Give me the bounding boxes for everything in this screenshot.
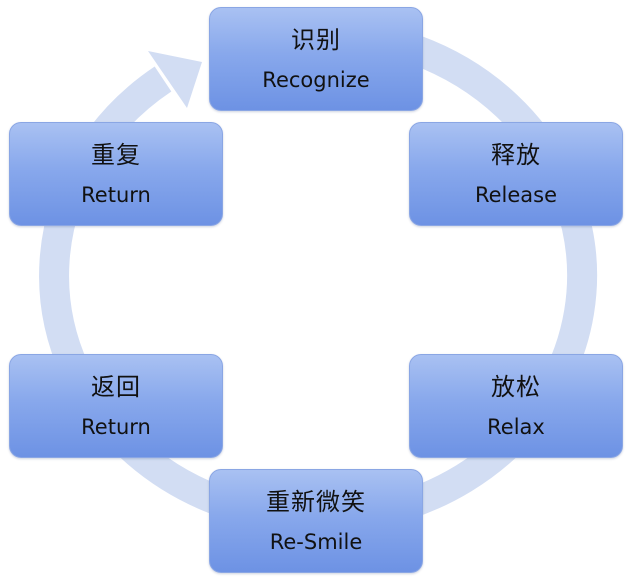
step-relax-zh: 放松 xyxy=(491,373,541,401)
step-recognize: 识别 Recognize xyxy=(209,7,423,111)
step-release-zh: 释放 xyxy=(491,141,541,169)
step-relax-en: Relax xyxy=(487,415,545,439)
step-repeat: 重复 Return xyxy=(9,122,223,226)
step-return-back: 返回 Return xyxy=(9,354,223,458)
step-resmile: 重新微笑 Re-Smile xyxy=(209,469,423,573)
step-relax: 放松 Relax xyxy=(409,354,623,458)
step-repeat-en: Return xyxy=(81,183,151,207)
step-repeat-zh: 重复 xyxy=(91,141,141,169)
step-return-back-en: Return xyxy=(81,415,151,439)
cycle-arrow-head-icon xyxy=(148,51,202,108)
step-resmile-zh: 重新微笑 xyxy=(266,488,366,516)
step-resmile-en: Re-Smile xyxy=(269,530,363,554)
step-release: 释放 Release xyxy=(409,122,623,226)
step-return-back-zh: 返回 xyxy=(91,373,141,401)
step-recognize-en: Recognize xyxy=(262,68,370,92)
step-release-en: Release xyxy=(474,183,558,207)
step-recognize-zh: 识别 xyxy=(291,26,341,54)
